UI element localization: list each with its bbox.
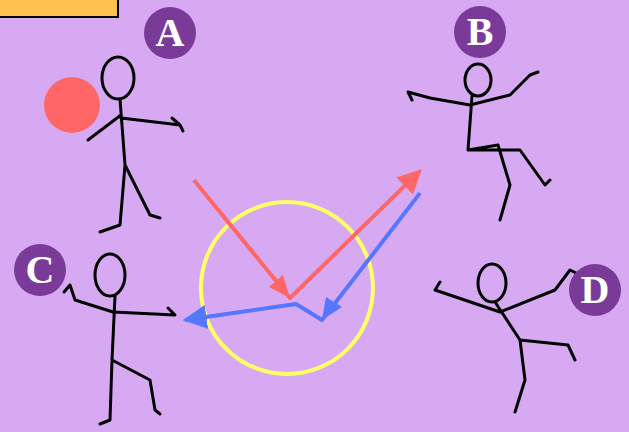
stick-figure — [88, 57, 183, 232]
player-letter: A — [156, 13, 185, 53]
player-badge: A — [144, 7, 196, 59]
player-badge: D — [569, 264, 621, 316]
player-badge: C — [14, 244, 66, 296]
player-letter: D — [581, 270, 610, 310]
stick-figure — [64, 254, 175, 424]
player-area: D — [425, 255, 625, 420]
pass-arrow — [185, 193, 420, 320]
stick-figure — [435, 264, 578, 412]
ball — [44, 77, 100, 133]
player-letter: B — [467, 12, 494, 52]
player-area: C — [10, 240, 185, 425]
corner-box — [0, 0, 118, 17]
player-area: A — [45, 5, 200, 180]
player-badge: B — [454, 6, 506, 58]
player-letter: C — [26, 250, 55, 290]
stick-figure — [408, 64, 550, 220]
player-area: B — [420, 5, 560, 200]
